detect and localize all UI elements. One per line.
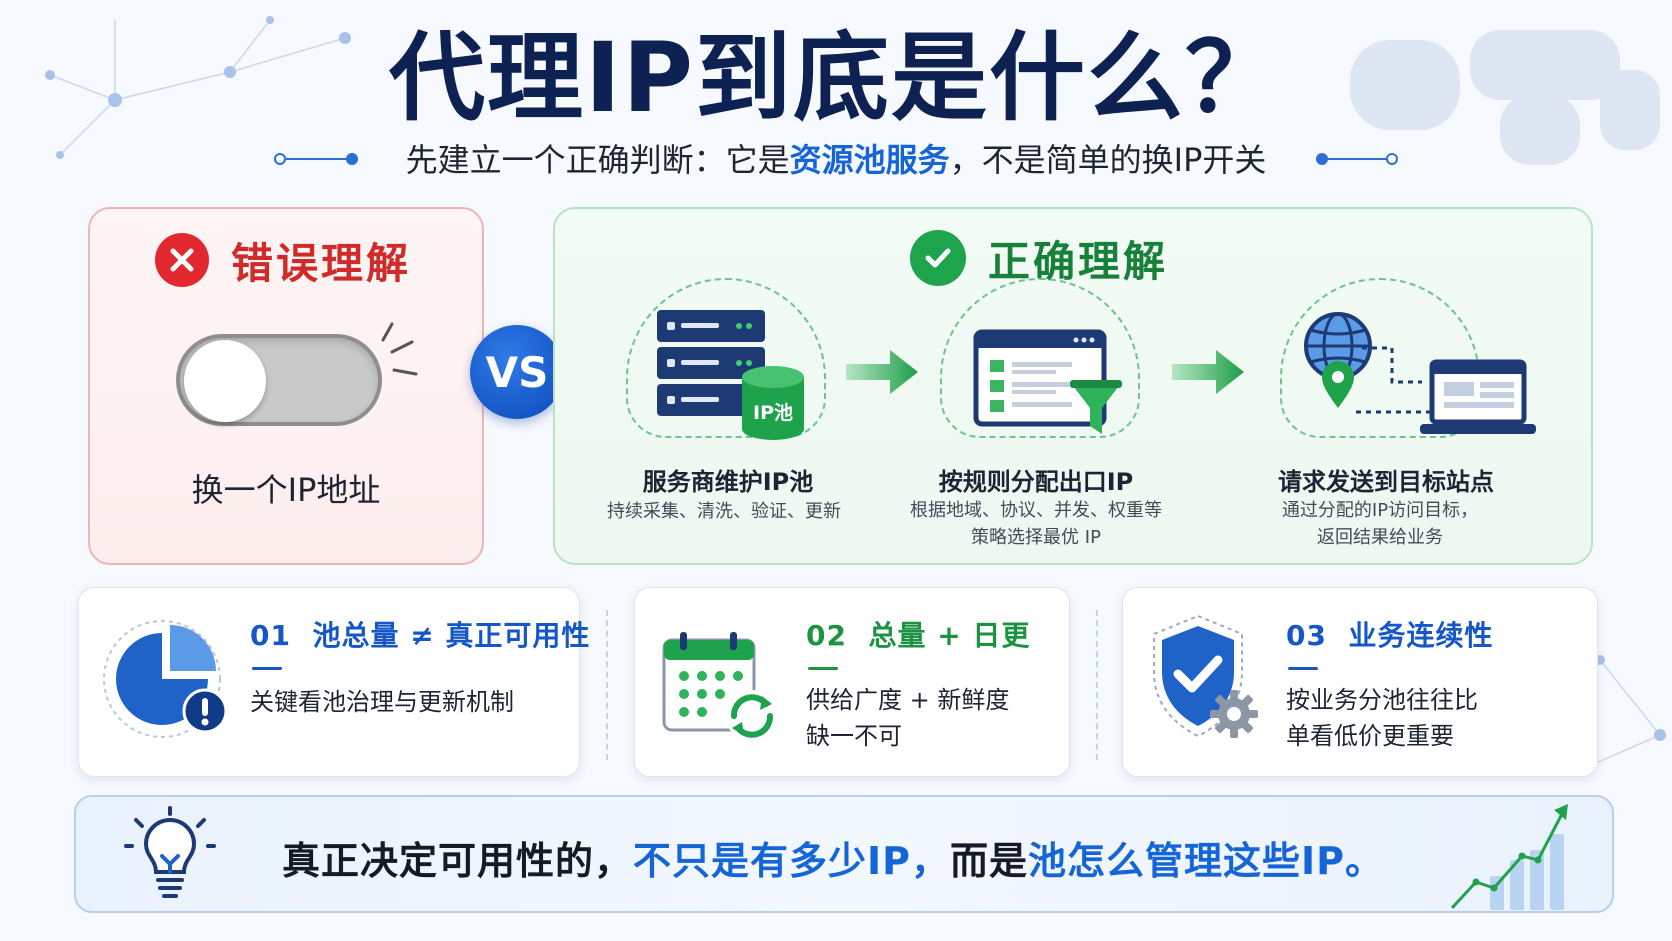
check-icon bbox=[910, 230, 966, 286]
laptop-icon bbox=[1420, 359, 1536, 434]
card3-line2: 单看低价更重要 bbox=[1286, 722, 1454, 750]
wrong-understanding-panel bbox=[88, 207, 484, 565]
card1-bar bbox=[252, 667, 282, 670]
toggle-spark-icon bbox=[381, 322, 418, 376]
conclusion-banner bbox=[74, 795, 1614, 913]
subtitle-dot-left bbox=[274, 153, 286, 165]
step3-desc-line2: 返回结果给业务 bbox=[1317, 527, 1443, 548]
subtitle-dot-left-inner bbox=[346, 153, 358, 165]
card2-num: 02 bbox=[806, 619, 847, 652]
conclusion-part3: 而是 bbox=[950, 839, 1029, 883]
step2-desc-line1: 根据地域、协议、并发、权重等 bbox=[910, 500, 1162, 521]
card2-bar bbox=[808, 667, 838, 670]
wrong-title: 错误理解 bbox=[231, 238, 412, 288]
close-icon bbox=[155, 233, 209, 287]
browser-window-icon bbox=[973, 329, 1107, 427]
step2-title: 按规则分配出口IP bbox=[938, 468, 1134, 496]
card1-title: 01 池总量 ≠ 真正可用性 bbox=[250, 614, 590, 654]
subtitle-prefix: 先建立一个正确判断：它是 bbox=[405, 141, 790, 179]
conclusion-part4: 池怎么管理这些IP。 bbox=[1028, 839, 1385, 883]
toggle-knob bbox=[184, 340, 266, 422]
ip-pool-label: IP池 bbox=[753, 402, 793, 424]
card1-heading: 池总量 ≠ 真正可用性 bbox=[312, 619, 591, 652]
step1-desc: 持续采集、清洗、验证、更新 bbox=[607, 501, 841, 522]
conclusion-text: 真正决定可用性的，不只是有多少IP，而是池怎么管理这些IP。 bbox=[282, 830, 1384, 885]
correct-title: 正确理解 bbox=[988, 236, 1169, 286]
card3-num: 03 bbox=[1286, 619, 1327, 652]
conclusion-part1: 真正决定可用性的， bbox=[282, 839, 634, 883]
card2-line2: 缺一不可 bbox=[806, 722, 902, 750]
card1-num: 01 bbox=[250, 619, 291, 652]
alert-icon bbox=[182, 688, 228, 734]
subtitle-highlight: 资源池服务 bbox=[789, 141, 950, 179]
page-subtitle: 先建立一个正确判断：它是资源池服务，不是简单的换IP开关 bbox=[0, 138, 1672, 182]
card3-line1: 按业务分池往往比 bbox=[1286, 686, 1478, 714]
step1-title: 服务商维护IP池 bbox=[642, 468, 814, 496]
lightbulb-icon bbox=[124, 806, 216, 898]
refresh-icon bbox=[726, 690, 778, 742]
card1-text: 关键看池治理与更新机制 bbox=[250, 688, 514, 716]
divider-1 bbox=[606, 610, 608, 760]
growth-chart-icon bbox=[1450, 804, 1568, 910]
subtitle-dot-right bbox=[1386, 153, 1398, 165]
arrow-right-icon bbox=[1172, 350, 1244, 394]
subtitle-line-right bbox=[1322, 158, 1388, 160]
filter-funnel-icon bbox=[1070, 380, 1122, 434]
step3-title: 请求发送到目标站点 bbox=[1278, 468, 1494, 496]
conclusion-part2: 不只是有多少IP， bbox=[633, 839, 951, 883]
correct-header: 正确理解 bbox=[910, 228, 1168, 288]
card2-title: 02 总量 + 日更 bbox=[806, 614, 1030, 654]
step2-desc-line2: 策略选择最优 IP bbox=[971, 527, 1101, 548]
database-icon bbox=[742, 366, 804, 440]
location-pin-icon bbox=[1322, 361, 1354, 408]
card3-heading: 业务连续性 bbox=[1348, 619, 1494, 652]
subtitle-suffix: ，不是简单的换IP开关 bbox=[949, 141, 1267, 179]
gear-icon bbox=[1210, 690, 1258, 738]
server-stack-icon bbox=[657, 310, 765, 416]
card3-title: 03 业务连续性 bbox=[1286, 614, 1493, 654]
wrong-label: 换一个IP地址 bbox=[191, 471, 381, 509]
wrong-header: 错误理解 bbox=[155, 232, 411, 288]
divider-2 bbox=[1096, 610, 1098, 760]
card3-bar bbox=[1288, 667, 1318, 670]
arrow-right-icon bbox=[846, 350, 918, 394]
page-title: 代理IP到底是什么？ bbox=[388, 22, 1284, 134]
card2-line1: 供给广度 + 新鲜度 bbox=[806, 686, 1010, 714]
vs-badge: VS bbox=[470, 325, 564, 419]
card2-heading: 总量 + 日更 bbox=[868, 619, 1031, 652]
step3-desc-line1: 通过分配的IP访问目标， bbox=[1281, 500, 1479, 521]
subtitle-line-left bbox=[286, 158, 352, 160]
